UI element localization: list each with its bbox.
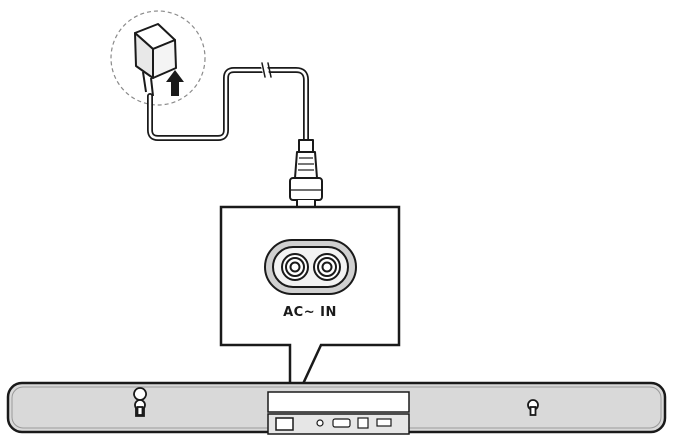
wall-outlet-icon — [110, 10, 206, 106]
power-plug-icon — [289, 139, 323, 215]
power-cord — [147, 59, 309, 143]
hdmi-port — [332, 418, 351, 428]
soundbar — [6, 381, 667, 435]
usb-port — [376, 418, 392, 427]
soundbar-ports — [275, 417, 392, 431]
keyhole-mount-icon — [133, 387, 147, 417]
ac-in-port — [275, 417, 294, 431]
aux-port — [316, 419, 324, 427]
arrow-up-icon — [166, 70, 184, 96]
figure-8-socket-icon — [264, 239, 357, 295]
ac-in-label: AC~ IN — [283, 305, 337, 320]
keyhole-mount-icon — [527, 399, 539, 416]
optical-port — [357, 417, 369, 429]
